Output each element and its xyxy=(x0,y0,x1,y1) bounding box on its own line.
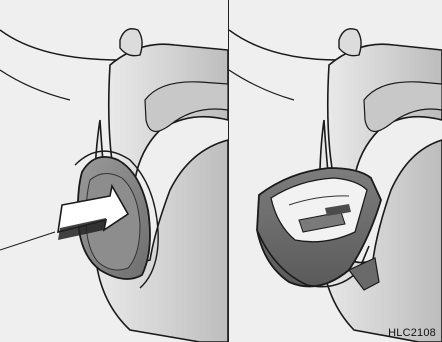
illustration-closed xyxy=(0,0,228,342)
panel-closed xyxy=(0,0,228,342)
panel-open xyxy=(229,0,442,342)
figure-code: HLC2108 xyxy=(388,327,436,339)
knob xyxy=(120,29,142,56)
illustration-open xyxy=(229,0,442,342)
